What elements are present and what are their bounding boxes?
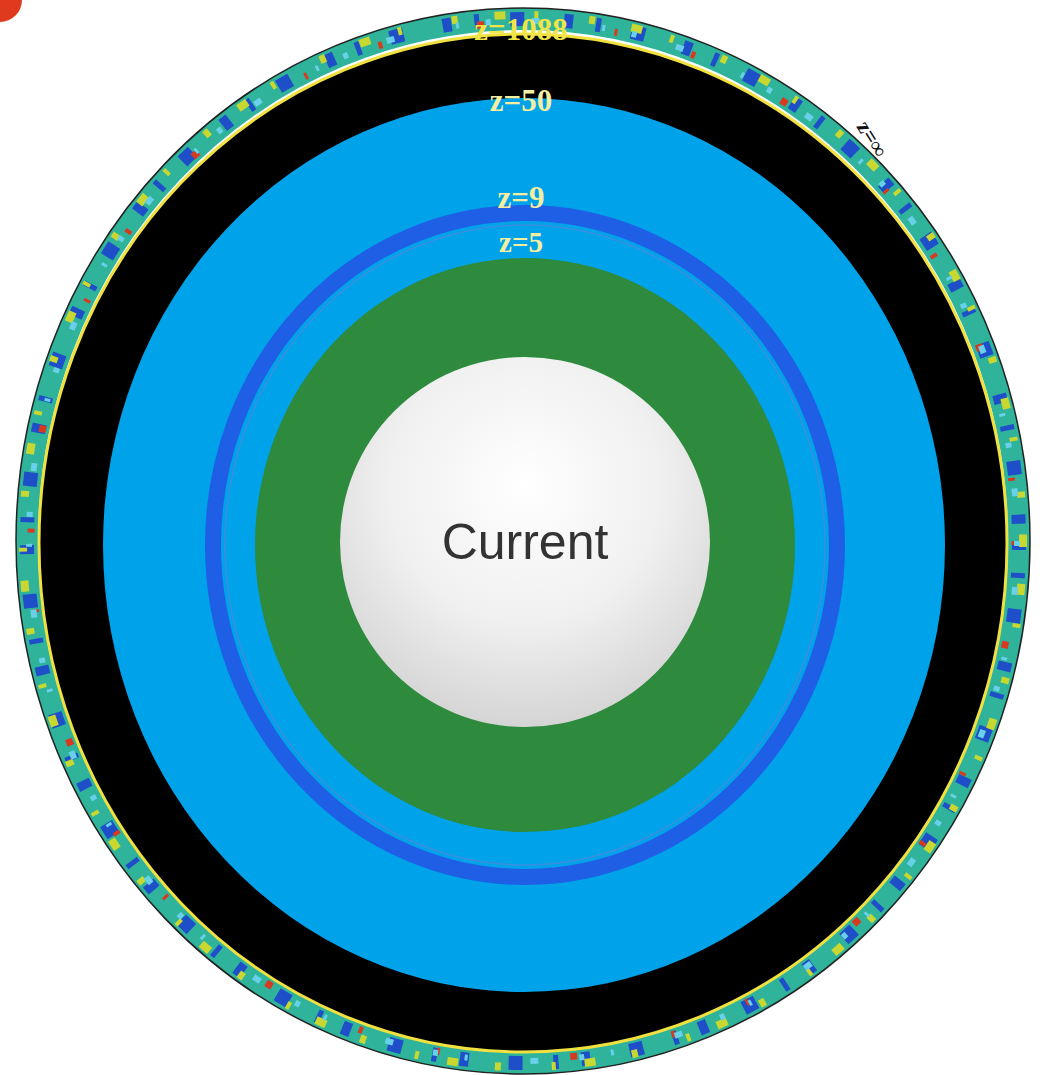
green-disc xyxy=(255,258,795,832)
cmb-noise xyxy=(23,15,1023,1067)
cmb-noise xyxy=(27,19,1019,1063)
cmb-band xyxy=(27,19,1019,1063)
logo-fragment xyxy=(0,0,22,22)
redshift-label: z=50 xyxy=(490,85,552,116)
dark-ages-band xyxy=(39,34,1007,1052)
circle-label: Current xyxy=(442,513,609,571)
cmb-noise xyxy=(29,21,1017,1061)
inner-ring-line xyxy=(225,225,825,865)
cmb-noise xyxy=(31,23,1015,1059)
redshift-label: z=9 xyxy=(498,182,545,213)
redshift-label: z=5 xyxy=(499,228,543,257)
reionization-ring xyxy=(213,213,837,877)
cmb-edge xyxy=(16,8,1030,1074)
light-blue-band xyxy=(103,98,945,992)
redshift-label: z=1088 xyxy=(474,14,567,45)
current-circle: Current xyxy=(340,357,710,727)
